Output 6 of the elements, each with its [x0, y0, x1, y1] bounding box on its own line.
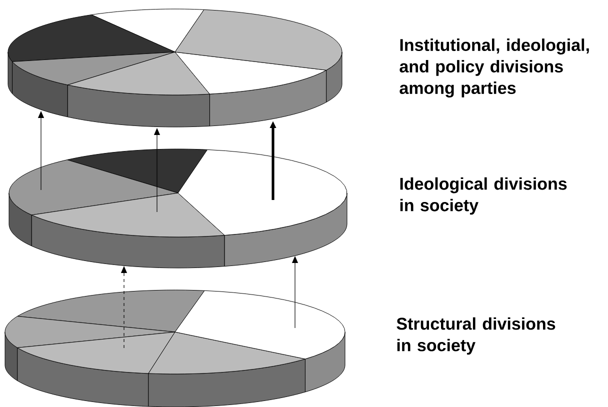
- pie-disk: [8, 8, 342, 128]
- pie-disk: [8, 148, 348, 268]
- disk-caption: Institutional, ideologial, and policy divisions among parties: [400, 38, 589, 98]
- disk-caption: Ideological divisions in society: [400, 177, 567, 215]
- disk-caption: Structural divisions in society: [396, 317, 556, 355]
- pie-disk: [4, 290, 346, 407]
